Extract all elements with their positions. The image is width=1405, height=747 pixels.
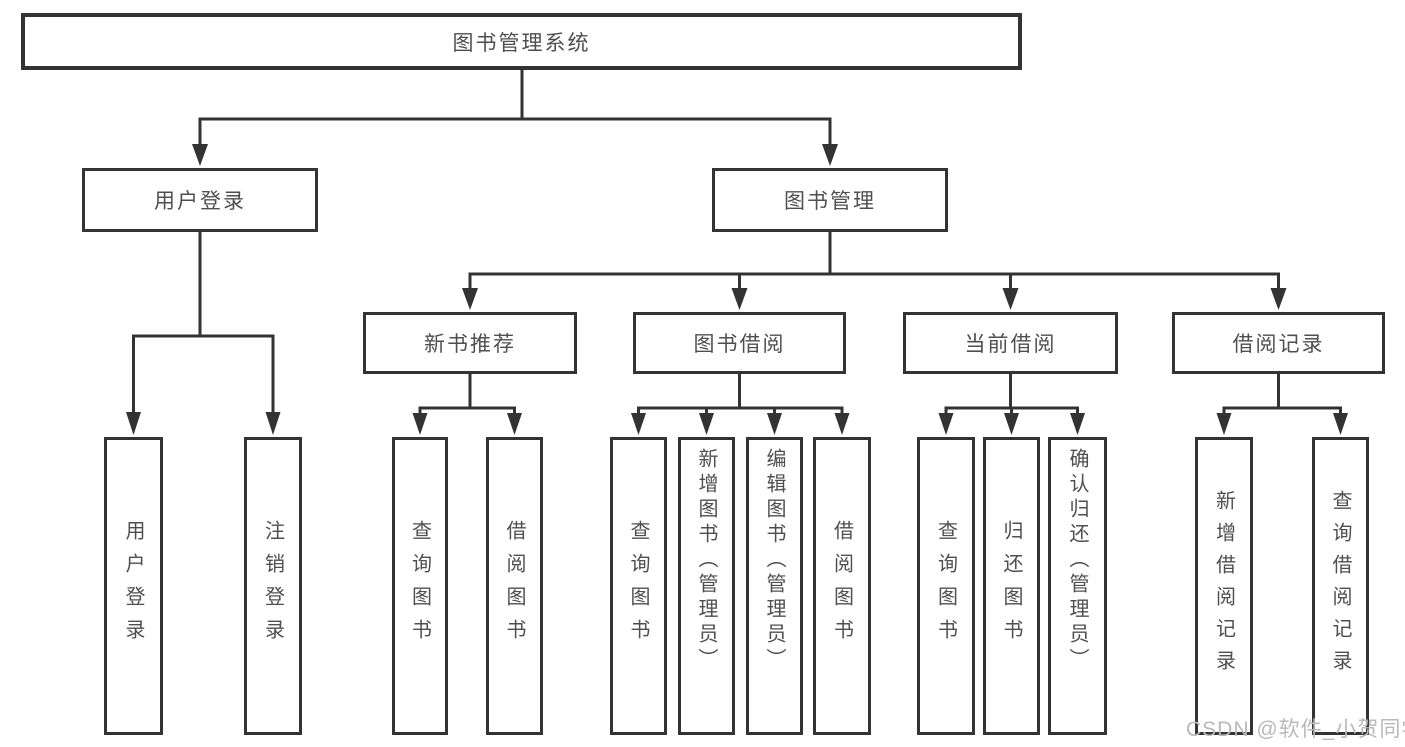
leaf-edit-books-admin: 编辑图书（管理员） (746, 437, 803, 735)
leaf-confirm-return-admin: 确认归还（管理员） (1048, 437, 1107, 735)
node-current-borrow: 当前借阅 (903, 312, 1118, 374)
edge-user-login-children (126, 232, 281, 435)
watermark: CSDN @软件_小贺同学 (1186, 718, 1405, 741)
node-label: 查询图书 (408, 520, 431, 652)
node-label: 注销登录 (261, 520, 284, 652)
node-label: 编辑图书（管理员） (763, 448, 785, 673)
edge-new-books-children (412, 374, 522, 435)
node-label: 当前借阅 (964, 333, 1057, 356)
node-label: 新书推荐 (424, 333, 516, 356)
leaf-query-borrow-record: 查询借阅记录 (1312, 437, 1369, 735)
node-book-management: 图书管理 (712, 168, 948, 232)
node-label: 查询图书 (934, 520, 957, 652)
leaf-newbook-borrow-books: 借阅图书 (486, 437, 543, 735)
leaf-borrow-books: 借阅图书 (813, 437, 871, 735)
node-label: 图书管理 (784, 190, 876, 213)
node-label: 借阅图书 (503, 520, 525, 652)
node-label: 图书借阅 (693, 333, 786, 356)
node-label: 查询借阅记录 (1329, 490, 1351, 682)
node-label: 用户登录 (122, 520, 144, 652)
edge-root-to-level2 (192, 70, 838, 166)
leaf-add-books-admin: 新增图书（管理员） (678, 437, 735, 735)
edge-book-management-children (462, 232, 1287, 310)
node-label: 新增图书（管理员） (695, 448, 717, 673)
node-library-management-system: 图书管理系统 (21, 13, 1022, 70)
node-label: 借阅记录 (1232, 333, 1325, 356)
node-new-book-recommend: 新书推荐 (363, 312, 577, 374)
leaf-return-books: 归还图书 (983, 437, 1040, 735)
edge-current-borrow-children (938, 374, 1085, 435)
node-label: 借阅图书 (830, 520, 853, 652)
leaf-borrow-query-books: 查询图书 (610, 437, 667, 735)
leaf-current-query-books: 查询图书 (917, 437, 975, 735)
node-label: 新增借阅记录 (1212, 490, 1235, 682)
leaf-logout: 注销登录 (244, 437, 302, 735)
node-borrow-records: 借阅记录 (1172, 312, 1385, 374)
node-label: 查询图书 (627, 520, 649, 652)
node-label: 归还图书 (1000, 520, 1022, 652)
leaf-user-login: 用户登录 (104, 437, 163, 735)
node-book-borrow: 图书借阅 (633, 312, 846, 374)
node-label: 图书管理系统 (452, 31, 591, 55)
edge-book-borrow-children (631, 374, 850, 435)
edge-borrow-records-children (1216, 374, 1348, 435)
leaf-add-borrow-record: 新增借阅记录 (1195, 437, 1253, 735)
node-user-login: 用户登录 (82, 168, 318, 232)
leaf-newbook-query-books: 查询图书 (392, 437, 448, 735)
node-label: 确认归还（管理员） (1066, 448, 1088, 673)
node-label: 用户登录 (154, 190, 246, 213)
